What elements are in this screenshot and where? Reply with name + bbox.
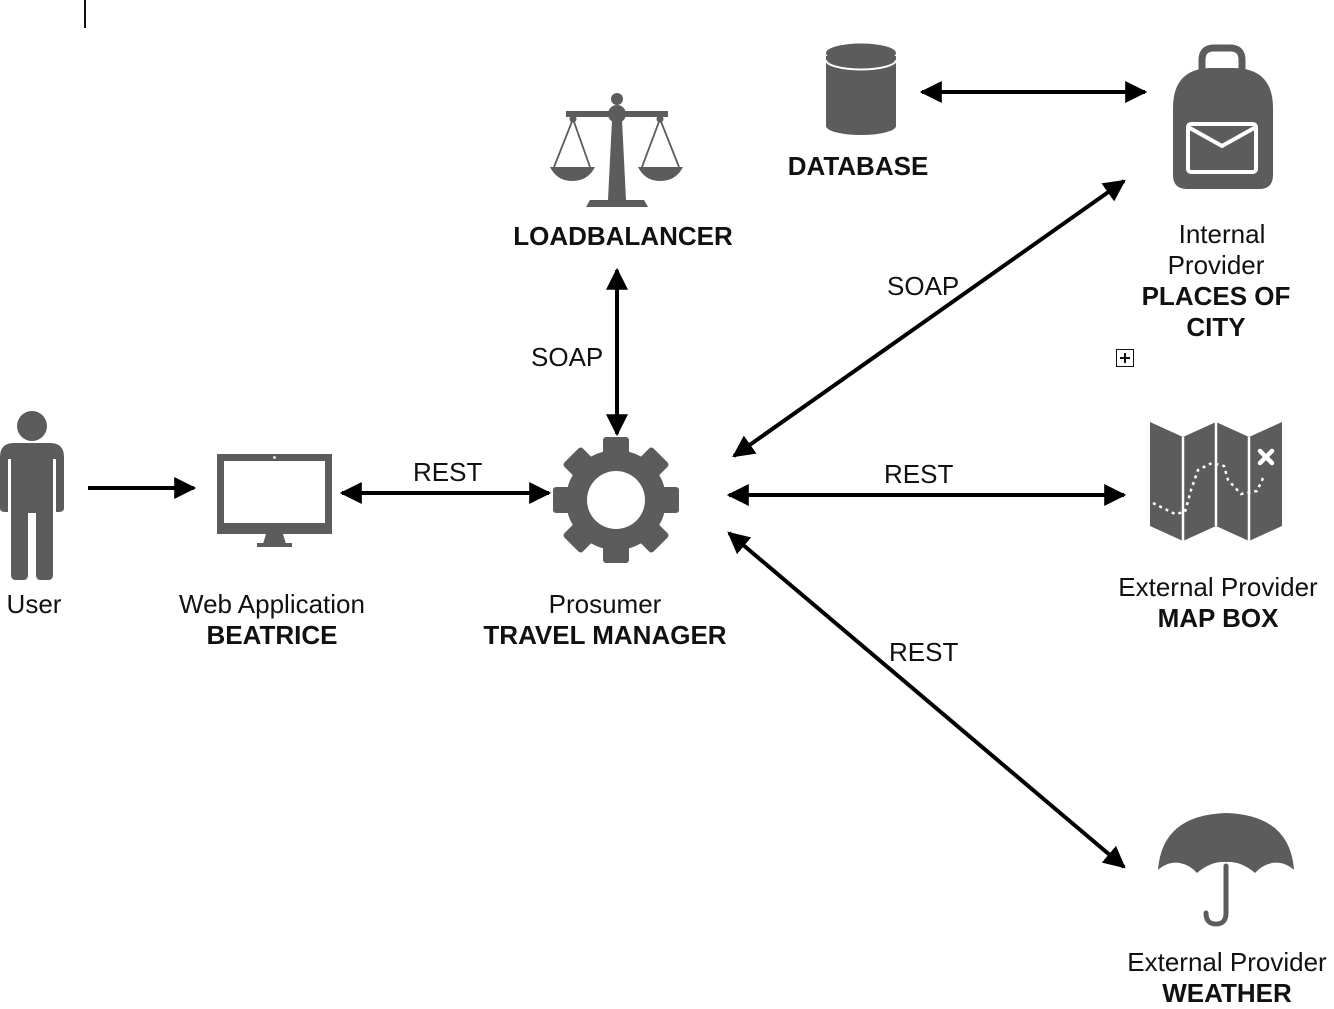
text-cursor xyxy=(84,0,86,28)
places-name-line1: PLACES OF xyxy=(1141,281,1291,311)
edge-label-prosumer-loadbalancer: SOAP xyxy=(531,342,604,372)
mapbox-name: MAP BOX xyxy=(1157,603,1279,633)
edge-prosumer-weather xyxy=(727,531,1126,869)
places-name-line2: CITY xyxy=(1186,312,1246,342)
map-icon xyxy=(1150,422,1282,541)
plus-box-icon[interactable] xyxy=(1116,349,1134,367)
user-name: User xyxy=(6,589,62,619)
scales-icon xyxy=(550,93,683,207)
mapbox-label: External Provider MAP BOX xyxy=(1104,572,1332,634)
edge-label-prosumer-weather: REST xyxy=(889,637,959,667)
database-icon xyxy=(825,43,897,135)
webapp-name: BEATRICE xyxy=(206,620,338,650)
database-label: DATABASE xyxy=(768,151,948,182)
places-label: Internal Provider PLACES OF CITY xyxy=(1116,219,1316,367)
places-kind-line2: Provider xyxy=(1167,250,1265,280)
backpack-icon xyxy=(1173,44,1273,189)
mapbox-kind: External Provider xyxy=(1118,572,1318,602)
loadbalancer-name: LOADBALANCER xyxy=(513,221,733,251)
edge-label-prosumer-mapbox: REST xyxy=(884,459,954,489)
webapp-kind: Web Application xyxy=(179,589,365,619)
prosumer-name: TRAVEL MANAGER xyxy=(483,620,727,650)
prosumer-kind: Prosumer xyxy=(548,589,662,619)
loadbalancer-label: LOADBALANCER xyxy=(490,221,756,252)
umbrella-icon xyxy=(1158,813,1294,927)
person-icon xyxy=(0,411,64,580)
weather-name: WEATHER xyxy=(1162,978,1292,1008)
weather-label: External Provider WEATHER xyxy=(1120,947,1334,1009)
edge-prosumer-places xyxy=(732,179,1126,458)
weather-kind: External Provider xyxy=(1127,947,1327,977)
prosumer-label: Prosumer TRAVEL MANAGER xyxy=(460,589,750,651)
user-label: User xyxy=(0,589,68,620)
edge-label-webapp-prosumer: REST xyxy=(413,457,483,487)
gear-icon xyxy=(553,437,679,563)
monitor-icon xyxy=(217,454,332,547)
database-name: DATABASE xyxy=(787,151,929,181)
edge-label-prosumer-places: SOAP xyxy=(887,271,960,301)
webapp-label: Web Application BEATRICE xyxy=(162,589,382,651)
places-kind-line1: Internal xyxy=(1178,219,1266,249)
